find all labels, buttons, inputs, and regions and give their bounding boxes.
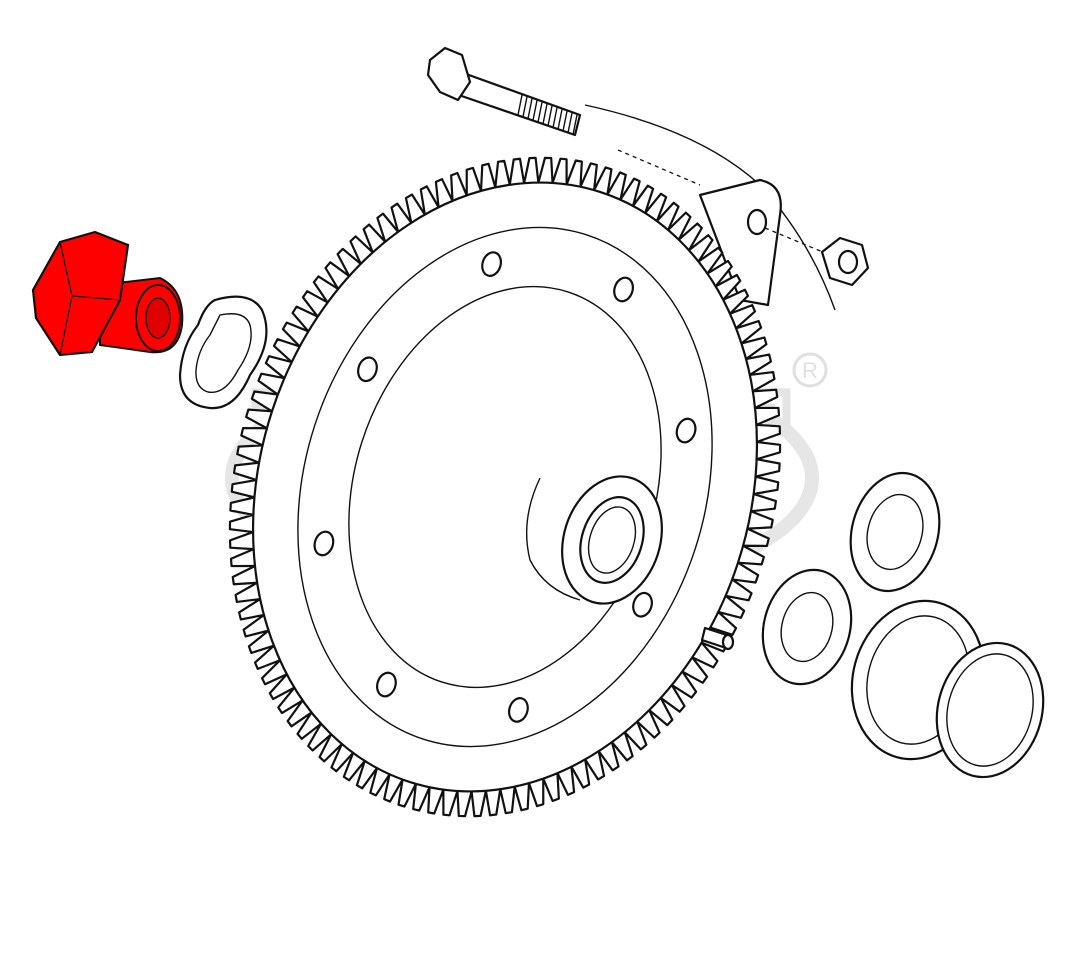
flywheel-hub [526, 475, 663, 605]
hex-nut [820, 236, 870, 287]
flywheel-bolt-hole [481, 251, 503, 277]
bolt-thread-line [517, 94, 523, 116]
flywheel-bolt-hole [313, 530, 335, 557]
dowel-pin [700, 626, 735, 651]
flywheel-bolt-hole [632, 591, 653, 618]
bolt-thread-line [567, 112, 573, 134]
bolt-thread-line [532, 100, 538, 121]
drain-plug-highlighted [31, 230, 184, 357]
gasket-eight-hole [849, 471, 941, 593]
flywheel-bolt-hole [675, 417, 697, 444]
engine-case-outline [584, 104, 836, 311]
seal-cover [935, 641, 1045, 779]
bolt-thread-line [527, 98, 533, 119]
registered-mark-icon [792, 352, 828, 388]
sealing-ring [178, 295, 268, 410]
flywheel-bolt-hole [376, 671, 397, 698]
bolt-thread-line [572, 114, 578, 135]
flywheel [228, 156, 782, 818]
bolt-thread-line [537, 102, 543, 123]
flywheel-bolt-hole [507, 697, 529, 723]
bolt-thread-line [547, 105, 553, 126]
flywheel-bolt [426, 46, 582, 137]
flywheel-bolt-hole [357, 356, 378, 383]
svg-text:R: R [802, 358, 818, 383]
bolt-thread-line [562, 111, 568, 132]
flywheel-bolt-hole [613, 276, 634, 303]
bolt-thread-line [542, 103, 548, 125]
gasket-small [761, 568, 853, 686]
bolt-thread-line [522, 96, 528, 117]
bolt-thread-line [557, 109, 563, 130]
bolt-thread-line [552, 107, 558, 128]
